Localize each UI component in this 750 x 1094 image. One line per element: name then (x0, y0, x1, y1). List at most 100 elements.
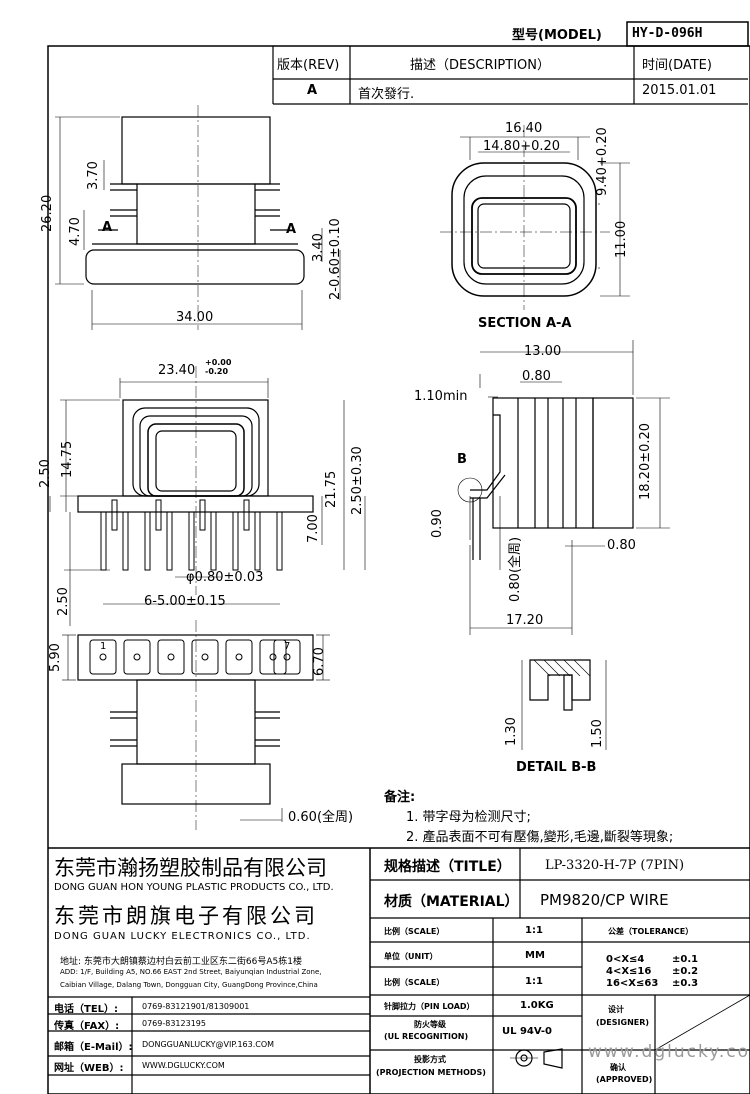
title-block (48, 847, 750, 1094)
desc-value: 首次發行. (358, 87, 415, 102)
side-view-right (457, 340, 670, 635)
drawing-frame (47, 45, 750, 1094)
pinload-value: 1.0KG (520, 1000, 554, 1011)
dim-0-60-all: 0.60(全周) (288, 810, 354, 825)
dim-2-0-60: 2-0.60±0.10 (328, 218, 343, 300)
unit-value: MM (525, 950, 545, 961)
web-value[interactable]: WWW.DGLUCKY.COM (142, 1061, 225, 1070)
dim-2-50-b: 2.50±0.30 (350, 446, 365, 515)
dim-7-00: 7.00 (306, 514, 321, 543)
dim-2-50-a: 2.50 (38, 459, 53, 488)
tol-value-2: ±0.2 (672, 966, 699, 977)
scale-value: 1:1 (525, 925, 543, 936)
company-name-2-cn: 东莞市朗旗电子有限公司 (54, 904, 318, 928)
ul-value: UL 94V-0 (502, 1026, 553, 1037)
proj-en: (PROJECTION METHODS) (376, 1068, 486, 1077)
tol-range-2: 4<X≤16 (606, 966, 652, 977)
company-name-1-cn: 东莞市瀚扬塑胶制品有限公司 (54, 856, 327, 880)
date-value: 2015.01.01 (642, 83, 717, 98)
scale2-value: 1:1 (525, 976, 543, 987)
tol-value-3: ±0.3 (672, 978, 699, 989)
fax-label: 传真（FAX）: (54, 1021, 120, 1032)
ul-en: (UL RECOGNITION) (384, 1032, 469, 1041)
mail-label: 邮箱（E-Mail）: (54, 1042, 133, 1053)
tol-value-1: ±0.1 (672, 954, 699, 965)
note-line-1: 1. 带字母为检测尺寸; (406, 810, 531, 825)
front-view (49, 366, 366, 626)
tol-range-1: 0<X≤4 (606, 954, 645, 965)
company-name-1-en: DONG GUAN HON YOUNG PLASTIC PRODUCTS CO.… (54, 882, 334, 893)
dim-11-00: 11.00 (614, 220, 629, 258)
rev-value: A (307, 83, 318, 98)
dim-1-50: 1.50 (590, 719, 605, 748)
dim-23-40: 23.40 (158, 363, 196, 378)
dim-6-70: 6.70 (312, 647, 327, 676)
material-value: PM9820/CP WIRE (540, 891, 669, 909)
dim-13-00: 13.00 (524, 344, 562, 359)
pin-label-7: 7 (284, 641, 291, 652)
dim-1-30: 1.30 (504, 717, 519, 746)
approved-cn: 确认 (610, 1063, 626, 1072)
dim-34-00: 34.00 (176, 310, 214, 325)
company-address-en-1: ADD: 1/F, Building A5, NO.66 EAST 2nd St… (60, 968, 322, 976)
bottom-view (62, 620, 330, 830)
tolerance-label: 公差（TOLERANCE） (608, 927, 694, 936)
title-value: LP-3320-H-7P (7PIN) (545, 858, 685, 873)
detail-mark-b: B (457, 452, 467, 467)
dim-14-80: 14.80+0.20 (483, 139, 561, 154)
approved-en: (APPROVED) (596, 1075, 653, 1084)
title-label: 规格描述（TITLE） (384, 859, 511, 875)
dim-3-40: 3.40 (311, 233, 326, 262)
dim-18-20: 18.20±0.20 (638, 422, 653, 500)
detail-bb-title: DETAIL B-B (516, 760, 597, 775)
web-label: 网址（WEB）: (54, 1063, 124, 1074)
dim-4-70: 4.70 (68, 217, 83, 246)
section-mark-a-left: A (102, 220, 113, 235)
section-aa-title: SECTION A-A (478, 316, 572, 331)
dim-17-20: 17.20 (506, 613, 544, 628)
date-label: 时间(DATE) (642, 58, 712, 73)
dim-0-80-b: 0.80 (607, 538, 636, 553)
section-aa-view (440, 125, 630, 310)
dim-3-70: 3.70 (86, 161, 101, 190)
dim-6-5-00: 6-5.00±0.15 (144, 594, 226, 609)
scale-label: 比例（SCALE） (384, 927, 445, 936)
company-address-en-2: Caibian Village, Dalang Town, Dongguan C… (60, 981, 318, 989)
dim-9-40: 9.40+0.20 (595, 127, 610, 196)
fax-value: 0769-83123195 (142, 1019, 206, 1028)
notes-title: 备注: (384, 790, 416, 805)
dim-0-80-a: 0.80 (522, 369, 551, 384)
dim-2-50-c: 2.50 (56, 587, 71, 616)
tel-value: 0769-83121901/81309001 (142, 1002, 250, 1011)
unit-label: 单位（UNIT） (384, 952, 438, 961)
model-label: 型号(MODEL) (512, 28, 602, 43)
tel-label: 电话（TEL）: (54, 1004, 119, 1015)
designer-cn: 设计 (608, 1005, 624, 1014)
pin-label-1: 1 (100, 641, 107, 652)
designer-en: (DESIGNER) (596, 1018, 650, 1027)
dim-26-20: 26.20 (40, 194, 55, 232)
dim-21-75: 21.75 (324, 470, 339, 508)
scale2-label: 比例（SCALE） (384, 978, 445, 987)
dim-0-80-all: 0.80(全周) (508, 536, 523, 602)
pinload-label: 针脚拉力（PIN LOAD） (384, 1002, 475, 1011)
dim-5-90: 5.90 (48, 643, 63, 672)
proj-cn: 投影方式 (414, 1055, 446, 1064)
detail-bb (521, 659, 607, 750)
dim-23-40-tol-top: +0.00 (205, 358, 232, 367)
dim-23-40-tol-bot: -0.20 (205, 367, 229, 376)
model-box (626, 21, 749, 47)
dim-16-40: 16.40 (505, 121, 543, 136)
mail-value[interactable]: DONGGUANLUCKY@VIP.163.COM (142, 1040, 275, 1049)
rev-label: 版本(REV) (277, 58, 340, 73)
section-mark-a-right: A (286, 222, 297, 237)
model-value: HY-D-096H (632, 26, 703, 41)
tol-range-3: 16<X≤63 (606, 978, 659, 989)
note-line-2: 2. 產品表面不可有壓傷,變形,毛邊,斷裂等現象; (406, 830, 674, 845)
material-label: 材质（MATERIAL） (384, 894, 519, 910)
company-address-cn: 地址: 东莞市大朗镇蔡边村白云前工业区东二街66号A5栋1楼 (60, 957, 302, 967)
watermark: www.dglucky.com (588, 1042, 750, 1062)
company-name-2-en: DONG GUAN LUCKY ELECTRONICS CO., LTD. (54, 931, 311, 942)
dim-0-90: 0.90 (430, 509, 445, 538)
